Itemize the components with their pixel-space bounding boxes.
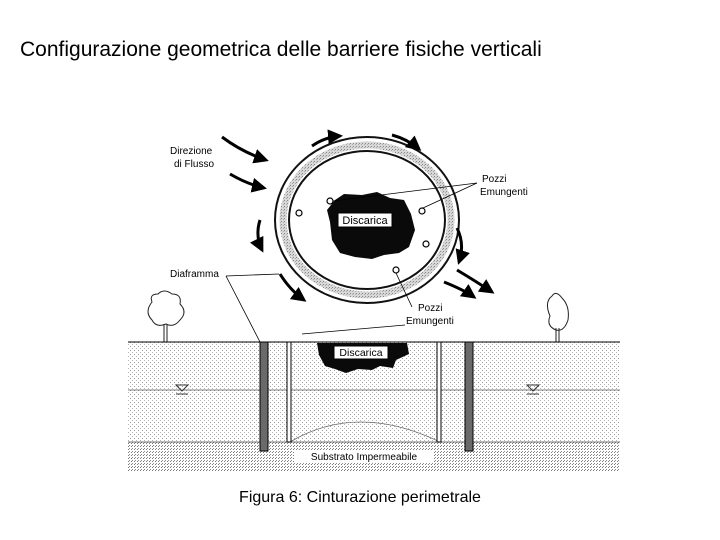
wells-section-label: Pozzi xyxy=(418,303,442,314)
cross-section: Discarica Substrato Impermeabile xyxy=(128,290,620,472)
well-marker xyxy=(418,207,426,215)
flow-arrow-icon xyxy=(221,135,269,164)
diaphragm-wall-right xyxy=(464,341,474,452)
well-marker xyxy=(326,197,334,205)
barrier-diagram: Discarica xyxy=(128,129,620,472)
flow-arrow-icon xyxy=(443,280,477,299)
tree-icon xyxy=(147,290,185,342)
slide-title: Configurazione geometrica delle barriere… xyxy=(20,38,542,61)
flow-arrow-icon xyxy=(455,227,470,265)
containment-ring xyxy=(274,136,460,304)
extraction-well-right xyxy=(436,341,442,443)
landfill-section-label: Discarica xyxy=(339,347,382,359)
well-marker xyxy=(392,266,400,274)
plan-view: Discarica xyxy=(170,129,528,343)
flow-direction-arrows xyxy=(221,129,495,302)
substrate-label: Substrato Impermeabile xyxy=(311,452,418,463)
flow-arrow-icon xyxy=(311,129,343,148)
flow-arrow-icon xyxy=(391,133,422,151)
flow-arrow-icon xyxy=(249,219,264,253)
diaphragm-wall-left xyxy=(259,341,269,452)
tree-icon xyxy=(546,292,569,342)
plan-wells xyxy=(295,197,430,274)
section-leader-lines xyxy=(301,324,406,335)
well-marker xyxy=(295,209,303,217)
flow-arrow-icon xyxy=(229,172,267,193)
wells-section-label-2: Emungenti xyxy=(406,316,454,327)
water-table-icon xyxy=(174,384,541,395)
well-marker xyxy=(422,240,430,248)
wells-plan-label: Pozzi xyxy=(482,174,506,185)
flow-direction-label-2: di Flusso xyxy=(174,159,214,170)
figure-caption: Figura 6: Cinturazione perimetrale xyxy=(239,489,481,506)
extraction-well-left xyxy=(286,341,292,443)
flow-arrow-icon xyxy=(456,268,495,294)
flow-direction-label: Direzione xyxy=(170,146,213,157)
wells-plan-label-2: Emungenti xyxy=(480,187,528,198)
drawdown-curve xyxy=(289,421,441,443)
flow-arrow-icon xyxy=(278,273,307,302)
plan-leader-lines xyxy=(225,182,478,343)
diaphragm-label: Diaframma xyxy=(170,269,219,280)
landfill-plan-label: Discarica xyxy=(342,215,388,227)
